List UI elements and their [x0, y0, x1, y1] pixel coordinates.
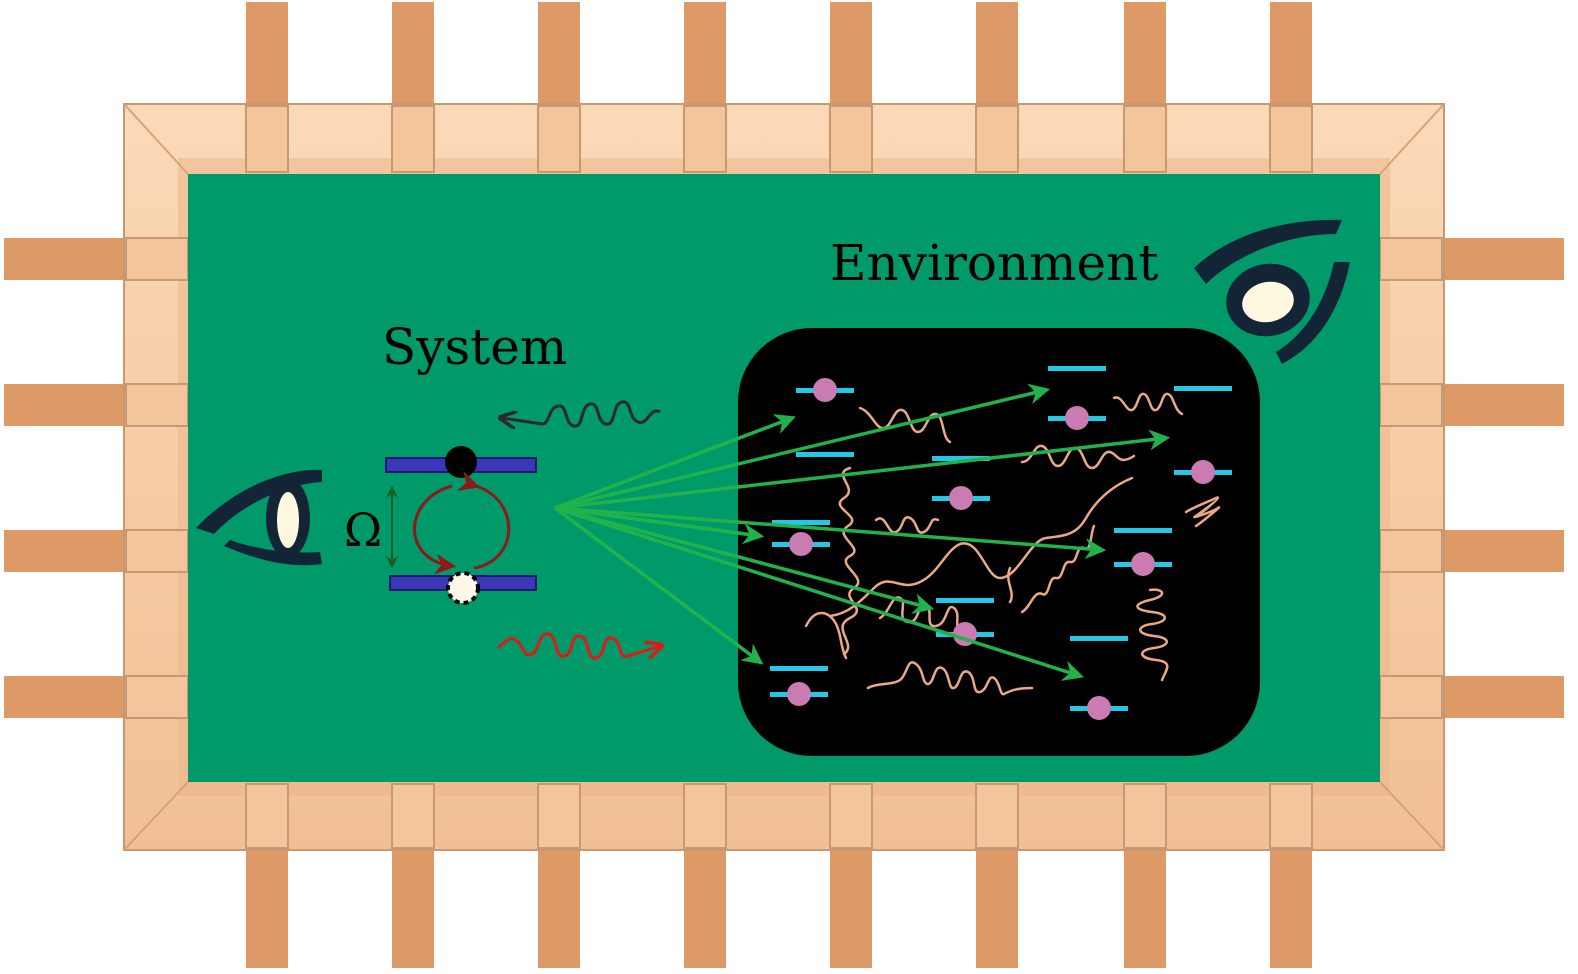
bath-energy-level — [1174, 386, 1232, 391]
system-label: System — [382, 318, 567, 376]
chip-frame-tab — [1379, 529, 1443, 573]
chip-frame-tab — [245, 783, 289, 849]
chip-pin — [4, 530, 126, 572]
bath-particle — [1131, 552, 1155, 576]
chip-pin — [1442, 238, 1564, 280]
chip-frame-tab — [125, 675, 189, 719]
chip-frame-tab — [125, 237, 189, 281]
chip-pin — [1270, 848, 1312, 968]
bath-energy-level — [932, 456, 990, 461]
emission-wave — [496, 632, 660, 660]
chip-frame-tab — [391, 105, 435, 173]
chip-frame-tab — [537, 105, 581, 173]
bath-energy-level — [1070, 636, 1128, 641]
chip-pin — [684, 848, 726, 968]
chip-frame-tab — [829, 783, 873, 849]
hole — [446, 571, 480, 605]
chip-pin — [4, 676, 126, 718]
chip-frame-tab — [1379, 675, 1443, 719]
bath-energy-level — [1114, 528, 1172, 533]
chip-pin — [538, 2, 580, 106]
two-level-system — [385, 446, 537, 605]
bath-particle — [789, 532, 813, 556]
bath-particle — [787, 682, 811, 706]
chip-pin — [392, 848, 434, 968]
chip-frame-tab — [975, 783, 1019, 849]
chip-pin — [1442, 384, 1564, 426]
chip-frame-tab — [245, 105, 289, 173]
chip-frame-tab — [1379, 237, 1443, 281]
chip-pin — [4, 384, 126, 426]
chip-pin — [830, 848, 872, 968]
eye-icon — [1194, 219, 1350, 364]
coupling-arrows — [553, 383, 1171, 681]
chip-frame-tab — [125, 383, 189, 427]
bath-particle — [813, 378, 837, 402]
chip-pin — [246, 848, 288, 968]
bath-energy-level — [772, 520, 830, 525]
bath-levels — [770, 366, 1232, 720]
bath-energy-level — [1048, 366, 1106, 371]
chip-pin — [1124, 848, 1166, 968]
chip-frame-tab — [125, 529, 189, 573]
omega-label: Ω — [344, 503, 382, 557]
excited-electron — [445, 446, 477, 478]
chip-frame-tab — [829, 105, 873, 173]
bath-energy-level — [796, 452, 854, 457]
chip-pin — [976, 848, 1018, 968]
chip-frame-tab — [391, 783, 435, 849]
environment-label: Environment — [830, 234, 1158, 292]
absorption-wave — [502, 400, 661, 426]
chip-pin — [246, 2, 288, 106]
chip-frame-tab — [683, 105, 727, 173]
chip-pin — [830, 2, 872, 106]
chip-frame-tab — [1123, 783, 1167, 849]
bath-particle — [1065, 406, 1089, 430]
eye-icon — [196, 469, 322, 566]
chip-frame-tab — [975, 105, 1019, 173]
chip-pin — [684, 2, 726, 106]
bath-particle — [949, 486, 973, 510]
chip-pin — [4, 238, 126, 280]
bath-energy-level — [770, 666, 828, 671]
chip-frame-tab — [1269, 105, 1313, 173]
chip-frame-tab — [1379, 383, 1443, 427]
bath-particle — [1087, 696, 1111, 720]
chip-frame-tab — [683, 783, 727, 849]
chip-pins — [4, 2, 1564, 968]
chip-frame-tab — [1123, 105, 1167, 173]
bath-energy-level — [936, 598, 994, 603]
chip-pin — [1442, 676, 1564, 718]
chip-pin — [976, 2, 1018, 106]
bath-particle — [1191, 460, 1215, 484]
chip-pin — [1124, 2, 1166, 106]
chip-pin — [392, 2, 434, 106]
chip-pin — [538, 848, 580, 968]
chip-frame-tabs — [125, 105, 1443, 849]
chip-frame-tab — [1269, 783, 1313, 849]
chip-frame-tab — [537, 783, 581, 849]
chip-pin — [1270, 2, 1312, 106]
chip-pin — [1442, 530, 1564, 572]
